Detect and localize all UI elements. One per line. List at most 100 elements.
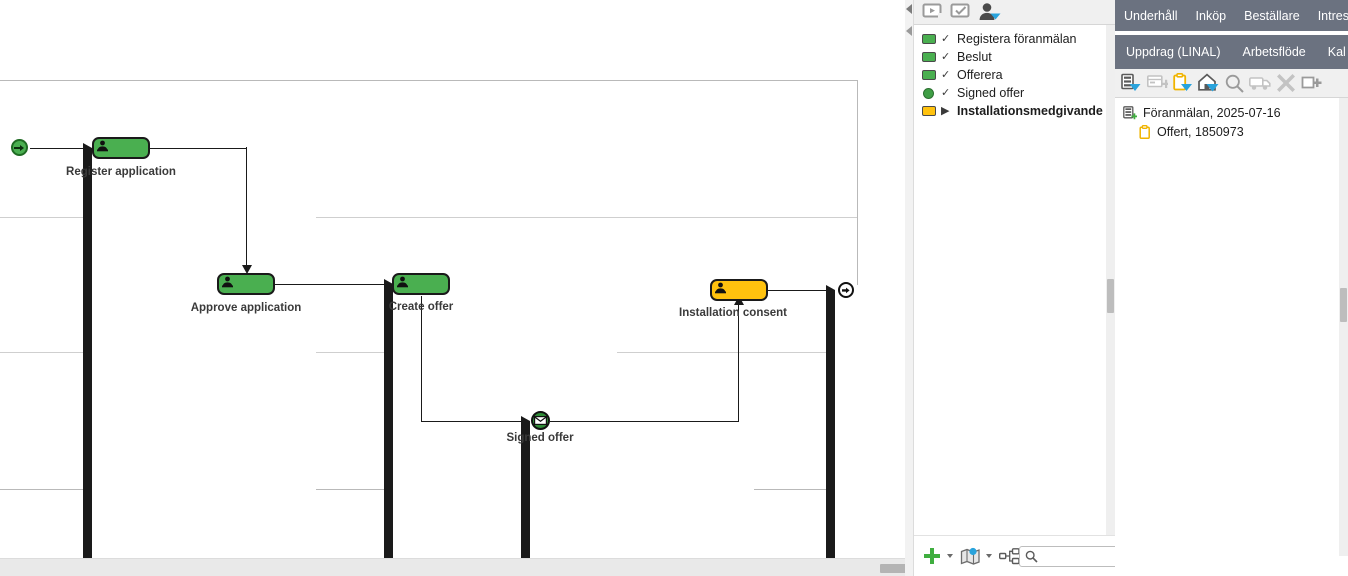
server-add-icon[interactable] — [1121, 73, 1142, 93]
tab-arbetsflode[interactable]: Arbetsflöde — [1242, 45, 1306, 59]
add-plus-icon[interactable] — [922, 546, 942, 566]
workflow-vscroll-thumb[interactable] — [1107, 279, 1114, 313]
connector-consent-end — [767, 289, 839, 291]
collapse-left-arrow-icon[interactable] — [906, 4, 912, 14]
step-status-square-icon — [922, 106, 936, 116]
tab-underhall[interactable]: Underhåll — [1124, 8, 1178, 23]
record-tree[interactable]: Föranmälan, 2025-07-16 Offert, 1850973 — [1115, 98, 1348, 576]
workflow-step-item[interactable]: ✓ Signed offer — [914, 84, 1106, 102]
arrowhead-start-register — [83, 143, 316, 558]
workflow-step-item-current[interactable]: ▶ Installationsmedgivande — [914, 102, 1106, 120]
tab-uppdrag-linal[interactable]: Uppdrag (LINAL) — [1126, 45, 1221, 59]
arrowhead-signed — [521, 416, 754, 558]
tab-bar-secondary: Uppdrag (LINAL) Arbetsflöde Kal — [1115, 35, 1348, 69]
connector-signed-right — [550, 420, 739, 422]
bpmn-diagram-canvas[interactable]: Register application Approve application… — [0, 0, 905, 558]
server-add-icon — [1123, 105, 1137, 120]
right-panel-toolbar — [1115, 69, 1348, 98]
workflow-step-item[interactable]: ✓ Registera föranmälan — [914, 30, 1106, 48]
step-label: Signed offer — [957, 86, 1025, 100]
workflow-bottom-toolbar — [914, 535, 1141, 576]
canvas-horizontal-scrollbar[interactable] — [0, 558, 940, 576]
person-dropdown-icon[interactable] — [978, 2, 1002, 22]
connector-up-consent — [738, 300, 740, 421]
user-task-icon — [714, 282, 727, 294]
panel-collapse-strip[interactable] — [905, 0, 914, 576]
task-create-offer[interactable] — [392, 273, 450, 295]
lane-divider-1 — [0, 217, 857, 218]
message-event-signed-offer[interactable] — [531, 411, 550, 430]
step-status-square-icon — [922, 52, 936, 62]
tree-row[interactable]: Offert, 1850973 — [1115, 122, 1348, 141]
step-label: Registera föranmälan — [957, 32, 1077, 46]
user-task-icon — [221, 276, 234, 288]
step-check-icon: ✓ — [941, 68, 951, 81]
expand-arrow-icon[interactable] — [906, 26, 912, 36]
tree-row-label: Offert, 1850973 — [1157, 124, 1244, 139]
workflow-step-list[interactable]: ✓ Registera föranmälan ✓ Beslut ✓ Offere… — [914, 25, 1106, 535]
clipboard-down-icon[interactable] — [1173, 73, 1193, 93]
step-label: Installationsmedgivande — [957, 104, 1103, 118]
workflow-panel: ✓ Registera föranmälan ✓ Beslut ✓ Offere… — [905, 0, 1141, 576]
right-detail-panel: Underhåll Inköp Beställare Intress Uppdr… — [1115, 0, 1348, 576]
form-add-icon — [1147, 73, 1168, 93]
connector-to-signed — [421, 420, 533, 422]
step-label: Beslut — [957, 50, 992, 64]
connector-create-down — [421, 296, 423, 421]
window-add-icon[interactable] — [1301, 74, 1322, 92]
step-check-icon: ✓ — [941, 50, 951, 63]
arrowhead-end — [826, 285, 905, 558]
map-marker-icon[interactable] — [960, 547, 981, 566]
arrowhead-approve — [241, 265, 252, 274]
screen-check-icon[interactable] — [950, 3, 972, 21]
step-check-icon: ✓ — [941, 32, 951, 45]
tree-row-label: Föranmälan, 2025-07-16 — [1143, 105, 1281, 120]
tree-row[interactable]: Föranmälan, 2025-07-16 — [1115, 103, 1348, 122]
task-label-installation-consent: Installation consent — [679, 307, 787, 319]
right-vscroll-thumb[interactable] — [1340, 288, 1347, 322]
event-label-signed-offer: Signed offer — [506, 432, 574, 444]
home-down-icon[interactable] — [1198, 73, 1220, 93]
end-dot-icon — [842, 287, 850, 294]
task-register-application[interactable] — [92, 137, 150, 159]
tab-kalender[interactable]: Kal — [1327, 45, 1346, 59]
connector-down-approve — [246, 147, 248, 272]
right-panel-vertical-scrollbar[interactable] — [1339, 98, 1348, 556]
task-label-register: Register application — [66, 166, 176, 178]
map-caret-down-icon[interactable] — [986, 554, 992, 558]
tab-bar-primary: Underhåll Inköp Beställare Intress — [1115, 0, 1348, 33]
tab-intressent[interactable]: Intress — [1317, 8, 1348, 23]
add-caret-down-icon[interactable] — [947, 554, 953, 558]
connector-approve-create — [274, 283, 392, 285]
task-label-create-offer: Create offer — [388, 301, 454, 313]
user-task-icon — [396, 276, 409, 288]
connector-register-down — [150, 147, 247, 149]
user-task-icon — [96, 140, 109, 152]
envelope-icon — [534, 416, 547, 425]
search-icon — [1025, 550, 1038, 563]
search-icon[interactable] — [1225, 74, 1244, 93]
task-approve-application[interactable] — [217, 273, 275, 295]
workflow-toolbar — [914, 0, 1115, 25]
step-status-circle-icon — [923, 87, 934, 99]
connector-start-register — [30, 147, 90, 149]
tab-bestallare[interactable]: Beställare — [1244, 8, 1300, 23]
end-event-node[interactable] — [838, 282, 854, 298]
clipboard-icon — [1139, 124, 1151, 139]
delete-x-icon — [1276, 73, 1296, 93]
task-installation-consent[interactable] — [710, 279, 768, 301]
step-check-icon: ✓ — [941, 86, 951, 99]
step-play-icon: ▶ — [941, 104, 950, 117]
screen-play-icon[interactable] — [922, 3, 944, 21]
step-label: Offerera — [957, 68, 1003, 82]
workflow-step-item[interactable]: ✓ Offerera — [914, 66, 1106, 84]
start-event-node[interactable] — [11, 139, 28, 156]
step-status-square-icon — [922, 34, 936, 44]
start-arrow-icon — [14, 144, 25, 152]
hierarchy-icon[interactable] — [999, 547, 1020, 565]
workflow-vertical-scrollbar[interactable] — [1106, 25, 1115, 535]
workflow-step-item[interactable]: ✓ Beslut — [914, 48, 1106, 66]
tab-inkop[interactable]: Inköp — [1195, 8, 1227, 23]
step-status-square-icon — [922, 70, 936, 80]
